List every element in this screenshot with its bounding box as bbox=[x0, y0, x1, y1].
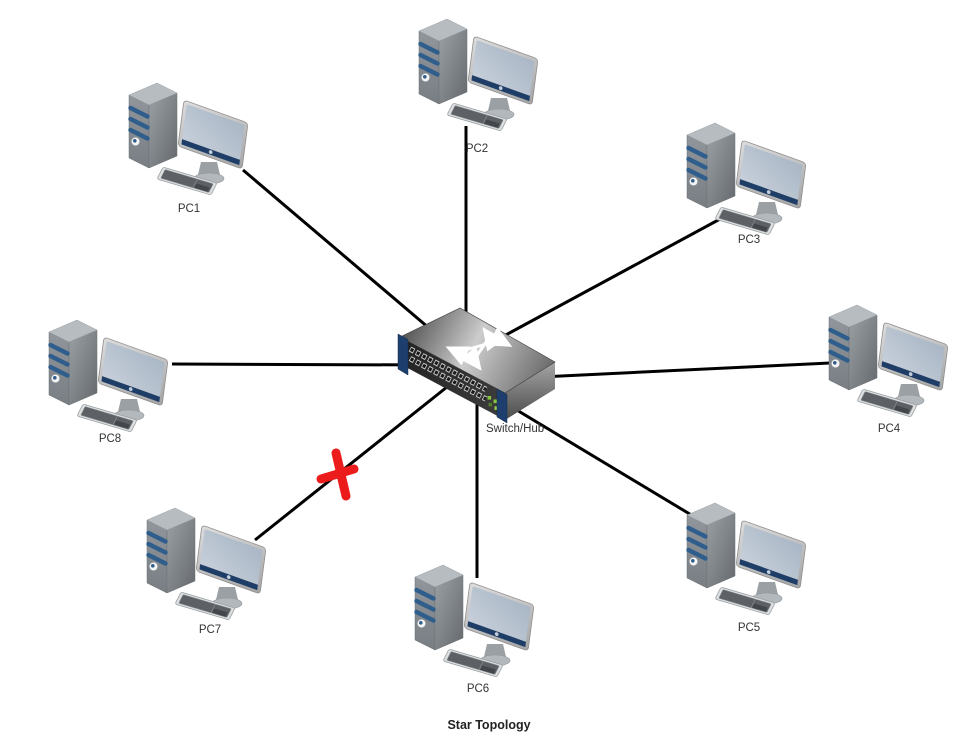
connection-line-pc4-hub bbox=[519, 361, 831, 380]
switch-side-face bbox=[505, 362, 555, 420]
diagram-title: Star Topology bbox=[447, 718, 530, 732]
node-label: PC6 bbox=[467, 683, 489, 695]
hub-switch-device: Switch/Hub bbox=[397, 307, 556, 435]
desktop-computer-icon bbox=[419, 19, 538, 131]
broken-connection-marker bbox=[316, 448, 359, 501]
connections-layer bbox=[171, 126, 831, 578]
node-label: PC7 bbox=[199, 624, 221, 636]
node-label: PC8 bbox=[99, 433, 121, 445]
node-pc7: PC7 bbox=[147, 508, 266, 636]
switch-front-face bbox=[400, 337, 505, 420]
desktop-computer-icon bbox=[687, 123, 806, 235]
desktop-computer-icon bbox=[147, 508, 266, 620]
desktop-computer-icon bbox=[129, 83, 248, 195]
desktop-computer-icon bbox=[687, 503, 806, 615]
switch-crossover-arrows-icon bbox=[445, 326, 513, 371]
desktop-computer-icon bbox=[829, 305, 948, 417]
switch-left-accent bbox=[397, 333, 409, 376]
connection-line-pc1-hub bbox=[242, 168, 437, 336]
node-pc6: PC6 bbox=[415, 565, 534, 695]
switch-leds bbox=[487, 396, 499, 410]
node-pc1: PC1 bbox=[129, 83, 248, 215]
node-label: PC1 bbox=[178, 203, 200, 215]
node-label: PC2 bbox=[466, 143, 488, 155]
node-pc4: PC4 bbox=[829, 305, 948, 435]
switch-ports bbox=[408, 346, 488, 402]
x-stroke bbox=[316, 464, 359, 484]
connection-line-pc5-hub bbox=[499, 398, 699, 521]
node-label: PC5 bbox=[738, 622, 760, 634]
connection-line-pc3-hub bbox=[477, 210, 734, 352]
node-pc5: PC5 bbox=[687, 503, 806, 634]
desktop-computer-icon bbox=[49, 320, 168, 432]
node-label: PC4 bbox=[878, 423, 901, 435]
node-pc3: PC3 bbox=[687, 123, 806, 246]
connection-line-pc8-hub bbox=[171, 362, 431, 367]
node-pc8: PC8 bbox=[49, 320, 168, 445]
switch-right-accent bbox=[496, 388, 508, 424]
connection-line-pc7-hub bbox=[254, 381, 453, 542]
hub-label: Switch/Hub bbox=[486, 423, 544, 435]
node-label: PC3 bbox=[738, 234, 760, 246]
desktop-computer-icon bbox=[415, 565, 534, 677]
node-pc2: PC2 bbox=[419, 19, 538, 155]
